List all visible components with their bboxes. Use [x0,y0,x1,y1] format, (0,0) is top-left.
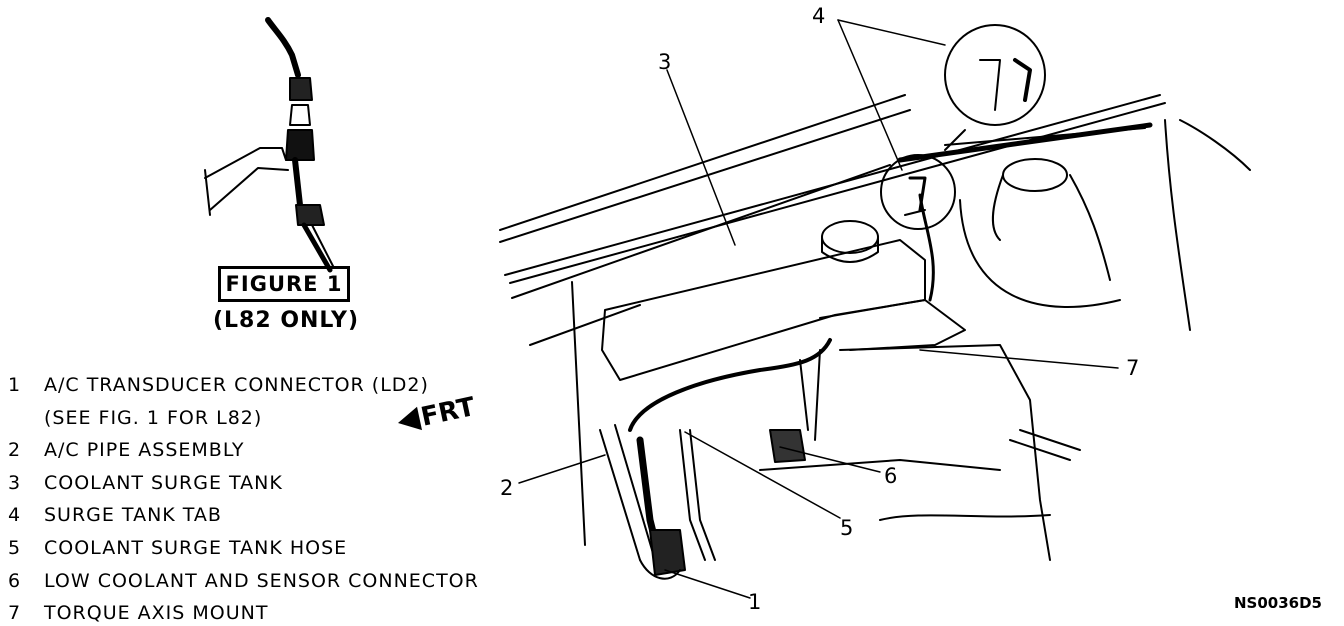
legend-text: TORQUE AXIS MOUNT [44,602,269,625]
callout-5: 5 [840,516,854,540]
callout-2: 2 [500,476,514,500]
surge-tank-drawing [601,220,966,381]
legend-text: A/C TRANSDUCER CONNECTOR (LD2) [44,374,429,396]
hose-drawing [599,193,935,580]
legend-number: 6 [8,569,22,592]
callout-4: 4 [812,4,826,28]
legend-text: COOLANT SURGE TANK [44,471,283,494]
legend-item: 5 COOLANT SURGE TANK HOSE [8,533,528,566]
figure-label-box: FIGURE 1 [218,266,350,302]
legend-item: 6 LOW COOLANT AND SENSOR CONNECTOR [8,566,528,599]
legend-item: 3 COOLANT SURGE TANK [8,468,528,501]
callout-7: 7 [1126,356,1140,380]
legend-item: 4 SURGE TANK TAB [8,500,528,533]
legend-item: 2 A/C PIPE ASSEMBLY [8,435,528,468]
drawing-code: NS0036D5 [1234,594,1322,612]
legend-item: 7 TORQUE AXIS MOUNT [8,598,528,626]
callout-1: 1 [748,590,762,614]
leader-lines [518,19,1119,599]
legend-text: (SEE FIG. 1 FOR L82) [44,406,263,429]
legend-number: 1 [8,374,22,396]
legend-list: 1 A/C TRANSDUCER CONNECTOR (LD2) (SEE FI… [8,370,528,626]
figure-subtitle: (L82 ONLY) [212,308,360,333]
legend-item: 1 A/C TRANSDUCER CONNECTOR (LD2) [8,370,528,403]
legend-text: LOW COOLANT AND SENSOR CONNECTOR [44,569,479,592]
strut-tower-drawing [759,119,1251,561]
legend-text: SURGE TANK TAB [44,504,222,527]
legend-number: 3 [8,471,22,494]
callout-6: 6 [884,464,898,488]
figure1-inset-drawing [204,17,335,273]
callout-3: 3 [658,50,672,74]
legend-number: 2 [8,439,22,462]
legend-number: 4 [8,504,22,527]
legend-number: 5 [8,536,22,559]
legend-number: 7 [8,602,22,625]
legend-text: COOLANT SURGE TANK HOSE [44,536,348,559]
legend-text: A/C PIPE ASSEMBLY [44,439,245,462]
legend-item: (SEE FIG. 1 FOR L82) [8,403,528,436]
left-arrow-icon [395,406,423,435]
cowl-lines [499,94,1166,546]
tab-detail-circle [880,24,1046,230]
